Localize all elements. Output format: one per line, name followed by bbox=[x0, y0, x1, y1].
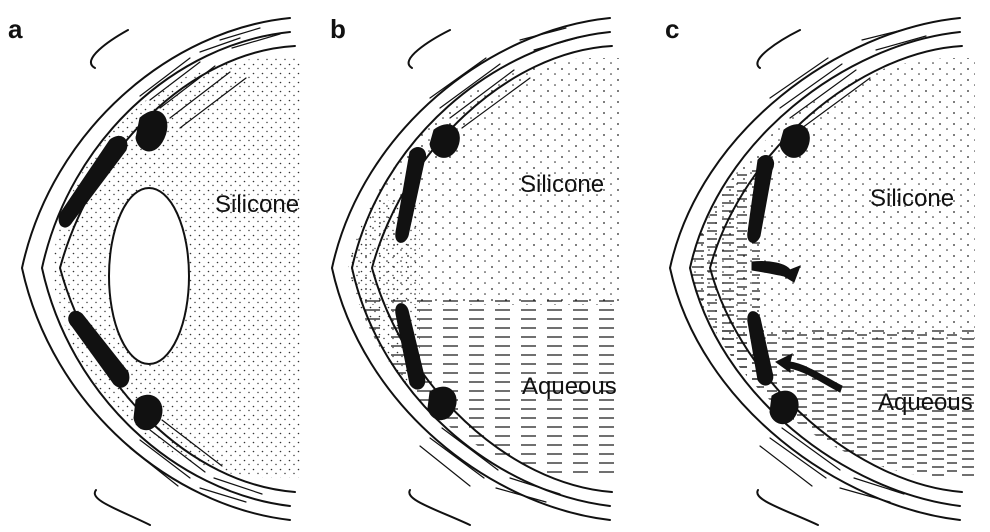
label-silicone-a: Silicone bbox=[215, 191, 299, 218]
panel-a: a Silicone bbox=[8, 14, 310, 525]
lens bbox=[109, 188, 189, 364]
panel-letter-a: a bbox=[8, 14, 23, 44]
panel-letter-c: c bbox=[665, 14, 679, 44]
anterior-aqueous-fill bbox=[690, 170, 760, 400]
panel-letter-b: b bbox=[330, 14, 346, 44]
panel-b: b Silicone Aqueous bbox=[330, 14, 640, 525]
panel-c: c Silicone Aqueous bbox=[665, 14, 980, 525]
label-silicone-c: Silicone bbox=[870, 185, 954, 212]
label-aqueous-b: Aqueous bbox=[522, 373, 617, 400]
label-aqueous-c: Aqueous bbox=[878, 389, 973, 416]
label-silicone-b: Silicone bbox=[520, 171, 604, 198]
